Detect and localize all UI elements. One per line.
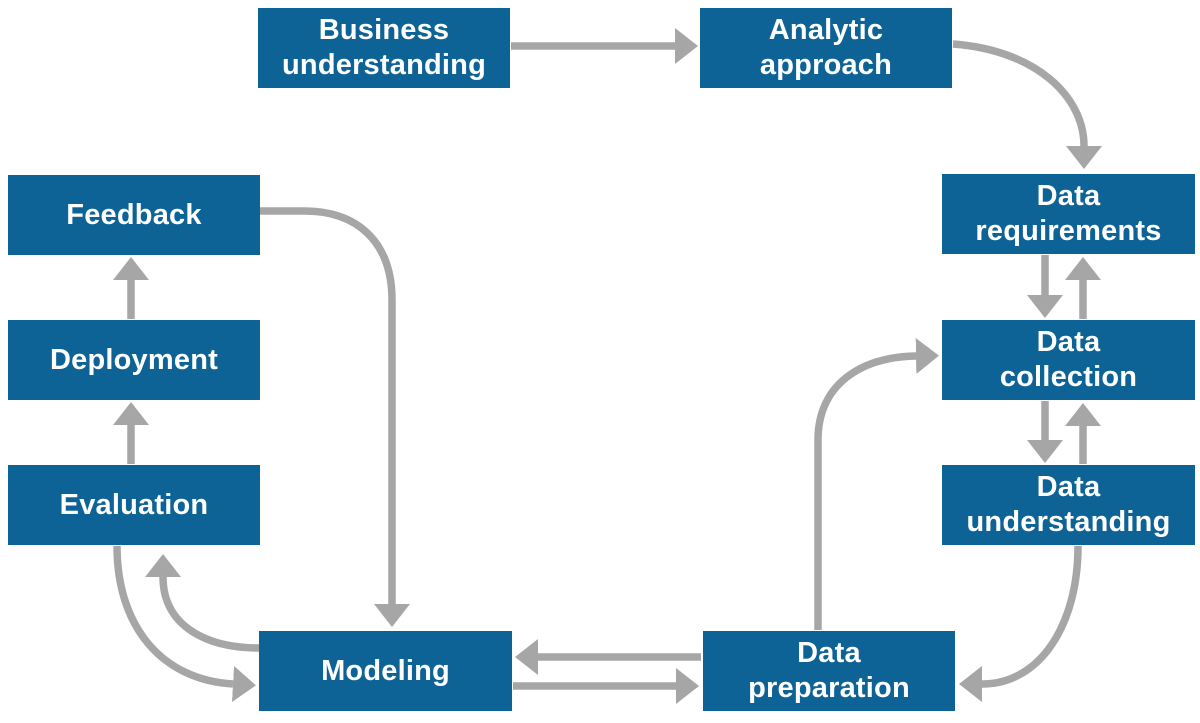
arrow-data-preparation-to-data-collection (814, 338, 939, 630)
arrow-data-understanding-to-data-preparation (959, 545, 1082, 702)
node-label: Data collection (999, 326, 1138, 393)
node-deployment: Deployment (8, 320, 260, 400)
node-modeling: Modeling (259, 631, 512, 711)
node-label: Business understanding (282, 14, 486, 81)
node-label: Feedback (66, 198, 202, 231)
node-business-understanding: Business understanding (258, 8, 510, 88)
node-data-understanding: Data understanding (942, 465, 1195, 545)
node-label: Data understanding (966, 471, 1171, 538)
node-label: Analytic approach (759, 14, 893, 81)
node-label: Evaluation (59, 488, 209, 521)
node-evaluation: Evaluation (8, 465, 260, 545)
arrow-modeling-to-evaluation (145, 554, 260, 652)
node-data-requirements: Data requirements (942, 174, 1195, 254)
node-data-preparation: Data preparation (703, 631, 955, 711)
node-label: Data preparation (748, 637, 910, 704)
arrow-feedback-to-modeling (260, 207, 410, 627)
node-label: Deployment (50, 343, 218, 376)
arrow-evaluation-to-modeling (113, 545, 256, 702)
arrow-analytic-approach-to-data-requirements (952, 40, 1102, 169)
node-label: Modeling (321, 654, 450, 687)
node-data-collection: Data collection (942, 320, 1195, 400)
node-analytic-approach: Analytic approach (700, 8, 952, 88)
node-label: Data requirements (975, 180, 1162, 247)
node-feedback: Feedback (8, 175, 260, 255)
